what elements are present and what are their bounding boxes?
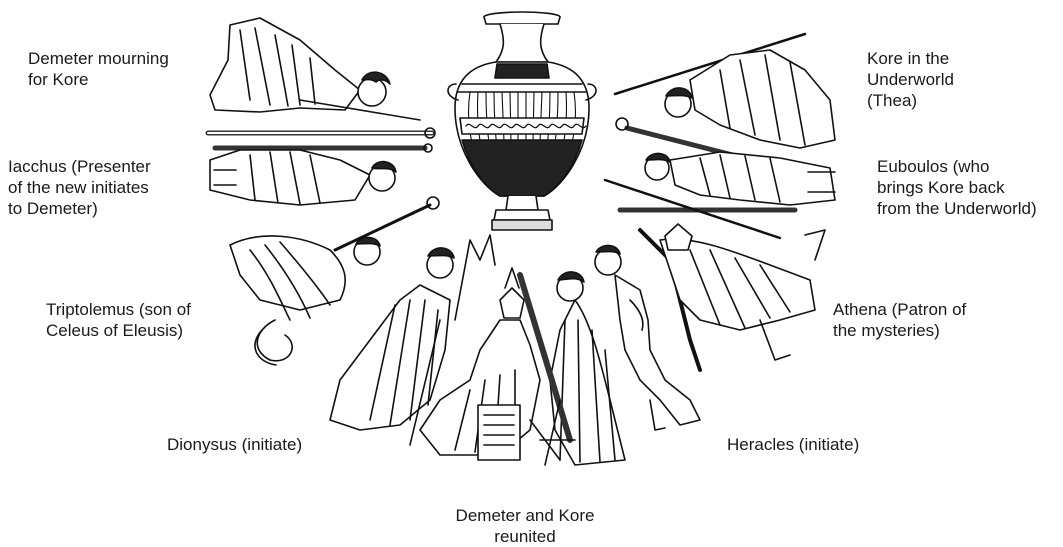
label-kore-underworld: Kore in the Underworld (Thea) [867, 48, 954, 111]
label-euboulos: Euboulos (who brings Kore back from the … [877, 156, 1037, 219]
label-heracles: Heracles (initiate) [727, 434, 859, 455]
figure-athena [660, 224, 825, 360]
figure-iacchus [210, 150, 396, 205]
label-demeter-mourning: Demeter mourning for Kore [28, 48, 169, 90]
figure-euboulos [645, 152, 835, 205]
figure-demeter-kore [420, 268, 625, 465]
figure-triptolemus [230, 236, 380, 365]
figure-demeter-mourning [210, 18, 420, 120]
hydria-vase [448, 12, 596, 230]
figure-kore-underworld [665, 50, 835, 148]
label-dionysus: Dionysus (initiate) [167, 434, 302, 455]
label-athena: Athena (Patron of the mysteries) [833, 299, 966, 341]
label-triptolemus: Triptolemus (son of Celeus of Eleusis) [46, 299, 191, 341]
label-iacchus: Iacchus (Presenter of the new initiates … [8, 156, 151, 219]
label-demeter-kore: Demeter and Kore reunited [420, 505, 630, 547]
